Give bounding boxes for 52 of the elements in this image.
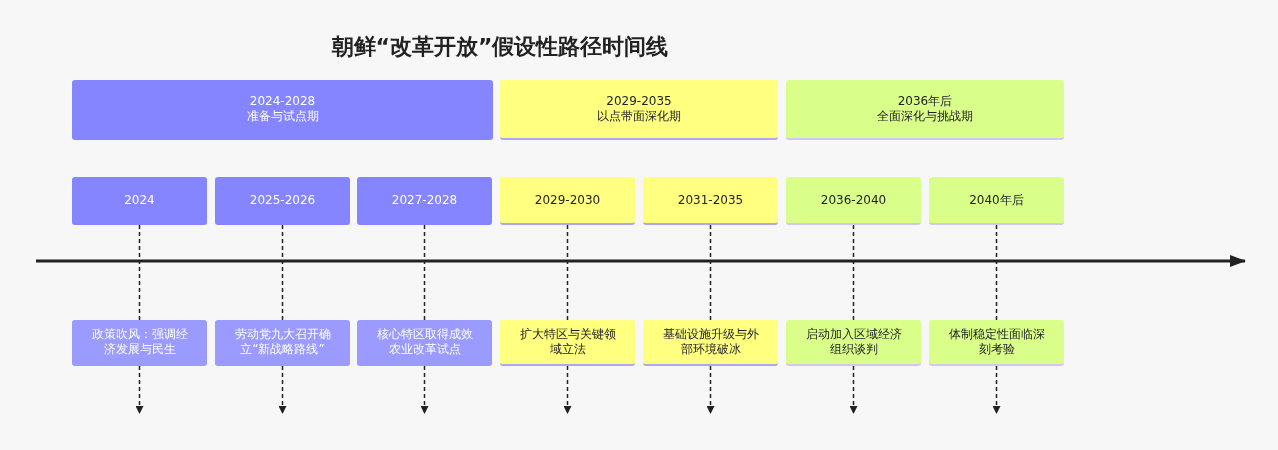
year-label: 2024	[124, 192, 155, 208]
year-box	[215, 177, 350, 225]
phase-box	[72, 80, 493, 140]
dashed-arrow	[992, 365, 1001, 414]
period-range: 2036年后	[897, 94, 953, 109]
phase-box	[786, 80, 1064, 140]
period-name: 以点带面深化期	[597, 109, 681, 124]
dashed-connector	[852, 224, 855, 321]
dashed-arrow	[420, 365, 429, 414]
phase-box	[500, 80, 778, 140]
event-box	[357, 320, 492, 366]
year-label: 2025-2026	[249, 192, 316, 208]
event-text: 启动加入区域经济组织谈判	[804, 327, 903, 357]
period-range: 2029-2035	[606, 94, 672, 109]
year-label: 2036-2040	[820, 192, 887, 208]
period-name: 准备与试点期	[246, 109, 319, 124]
dashed-connector	[138, 224, 141, 321]
event-box	[929, 320, 1064, 366]
year-box	[72, 177, 207, 225]
year-box	[786, 177, 921, 225]
year-box	[357, 177, 492, 225]
dashed-connector	[995, 224, 998, 321]
period-range: 2024-2028	[249, 94, 316, 109]
year-label: 2031-2035	[677, 192, 744, 208]
diagram-title: 朝鲜“改革开放”假设性路径时间线	[330, 33, 670, 61]
year-label: 2027-2028	[391, 192, 458, 208]
dashed-connector	[566, 224, 569, 321]
event-text: 扩大特区与关键领域立法	[518, 327, 617, 357]
year-box	[643, 177, 778, 225]
event-box	[786, 320, 921, 366]
dashed-arrow	[706, 365, 715, 414]
dashed-connector	[281, 224, 284, 321]
period-name: 全面深化与挑战期	[877, 109, 973, 124]
year-label: 2029-2030	[534, 192, 601, 208]
event-text: 政策吹风：强调经济发展与民生	[90, 327, 189, 357]
event-box	[643, 320, 778, 366]
year-box	[500, 177, 635, 225]
dashed-arrow	[135, 365, 144, 414]
dashed-connector	[423, 224, 426, 321]
event-text: 体制稳定性面临深刻考验	[947, 327, 1046, 357]
dashed-arrow	[849, 365, 858, 414]
event-box	[72, 320, 207, 366]
year-label: 2040年后	[969, 192, 1024, 208]
dashed-arrow	[563, 365, 572, 414]
dashed-arrow	[278, 365, 287, 414]
event-box	[500, 320, 635, 366]
dashed-connector	[709, 224, 712, 321]
event-text: 核心特区取得成效农业改革试点	[375, 327, 474, 357]
event-text: 劳动党九大召开确立“新战略路线”	[233, 327, 332, 357]
event-box	[215, 320, 350, 366]
year-box	[929, 177, 1064, 225]
event-text: 基础设施升级与外部环境破冰	[661, 327, 760, 357]
